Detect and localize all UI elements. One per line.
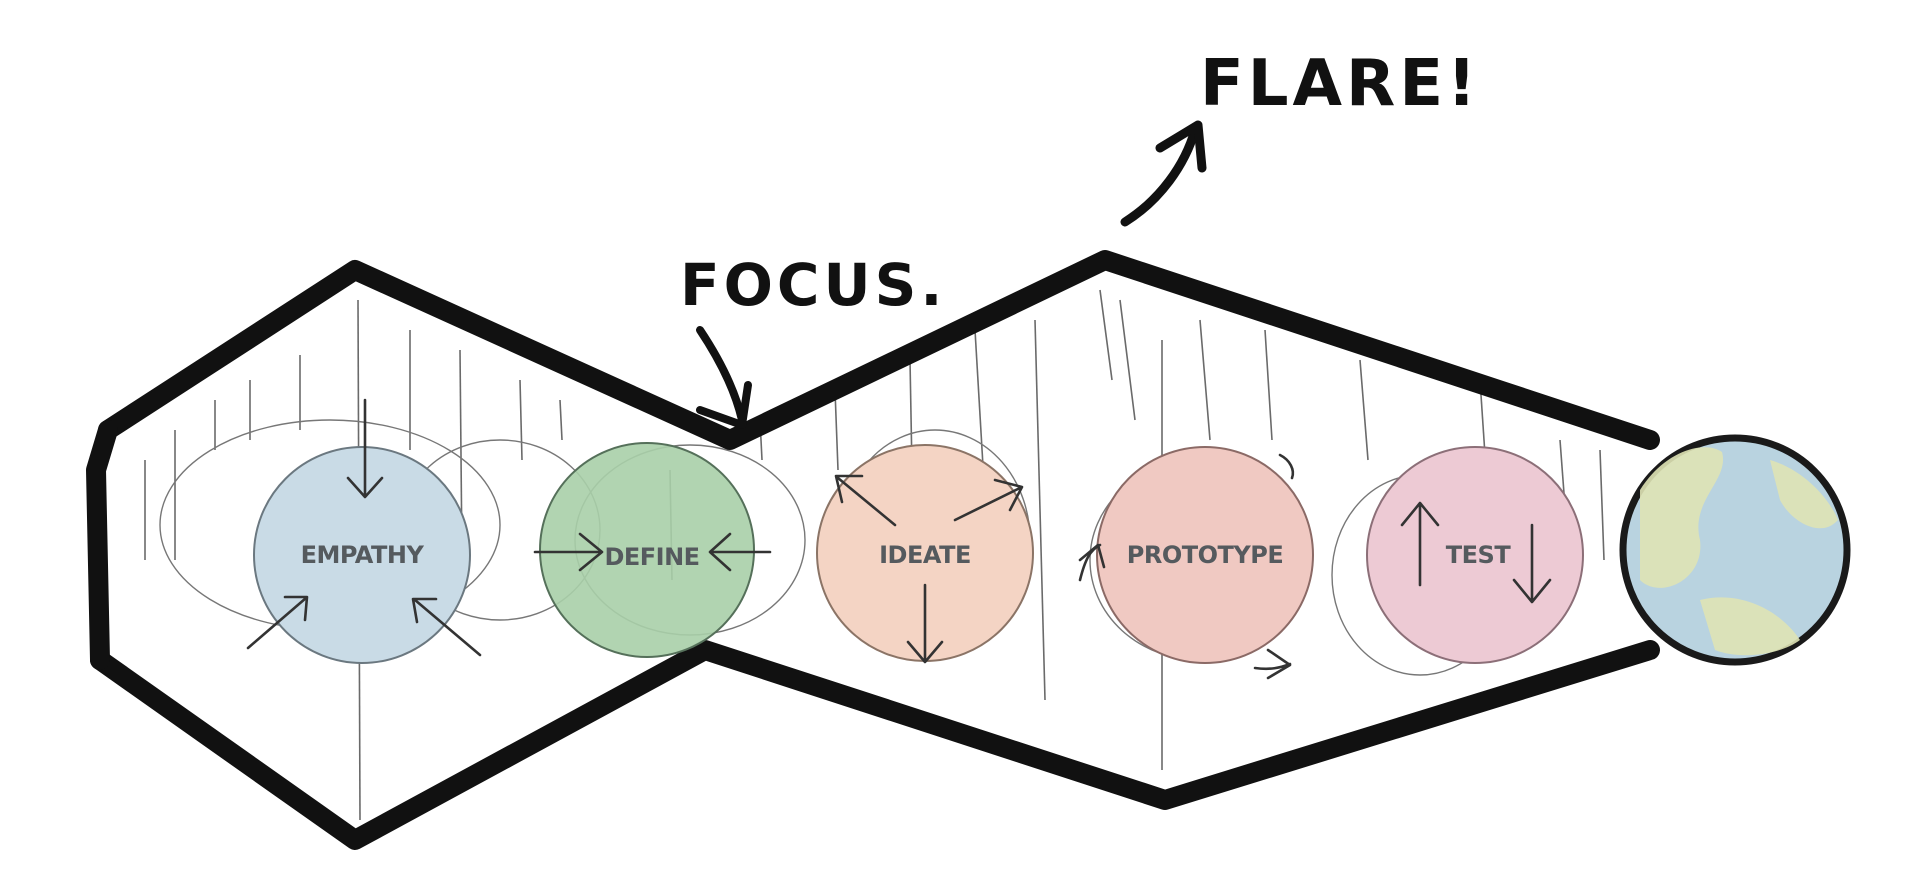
stage-prototype-label: PROTOTYPE bbox=[1127, 541, 1283, 569]
globe-land-1 bbox=[1640, 447, 1724, 588]
flare-annotation: FLARE! bbox=[1120, 47, 1480, 227]
flare-arrow-icon bbox=[1120, 125, 1200, 227]
left-end-outline bbox=[86, 420, 118, 670]
focus-text: FOCUS. bbox=[680, 251, 946, 319]
diverging-arrows-icon bbox=[834, 474, 1024, 664]
stage-define-circle bbox=[539, 442, 755, 658]
lower-outline bbox=[90, 640, 1660, 850]
stage-globe bbox=[1619, 434, 1851, 666]
globe-land-2 bbox=[1770, 460, 1838, 529]
converging-arrows-icon bbox=[533, 532, 772, 572]
stage-define: DEFINE bbox=[533, 442, 772, 658]
stage-empathy: EMPATHY bbox=[246, 398, 482, 664]
upper-outline bbox=[98, 250, 1660, 450]
stage-empathy-label: EMPATHY bbox=[301, 541, 425, 569]
stage-prototype: PROTOTYPE bbox=[1078, 446, 1314, 680]
flare-text: FLARE! bbox=[1200, 47, 1480, 121]
stage-ideate-label: IDEATE bbox=[879, 541, 971, 569]
focus-annotation: FOCUS. bbox=[680, 251, 946, 429]
up-down-arrows-icon bbox=[1400, 501, 1552, 604]
globe-land-3 bbox=[1700, 597, 1800, 656]
stage-ideate: IDEATE bbox=[816, 444, 1034, 664]
stage-test-label: TEST bbox=[1446, 541, 1512, 569]
stage-test: TEST bbox=[1366, 446, 1584, 664]
stage-test-circle bbox=[1366, 446, 1584, 664]
focus-arrow-head bbox=[696, 381, 752, 429]
flare-focus-outline bbox=[86, 250, 1660, 850]
cycle-arrows-icon bbox=[1078, 453, 1295, 680]
stage-define-label: DEFINE bbox=[604, 543, 699, 571]
flare-arrow-head bbox=[1155, 120, 1207, 173]
focus-arrow-icon bbox=[696, 326, 746, 424]
stage-prototype-circle bbox=[1096, 446, 1314, 664]
inward-arrows-icon bbox=[246, 398, 482, 657]
